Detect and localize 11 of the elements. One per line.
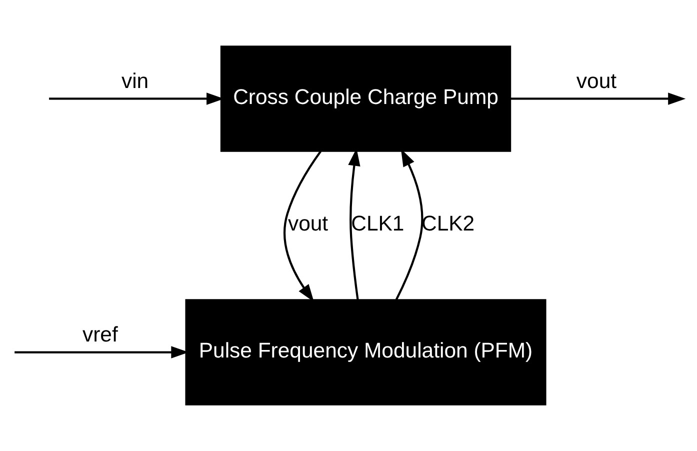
node-box: Pulse Frequency Modulation (PFM) [185, 299, 546, 406]
edge-label: CLK2 [422, 212, 475, 236]
edge-label: vref [82, 323, 118, 346]
edge-label: vin [121, 70, 149, 93]
edge-label: CLK1 [351, 212, 404, 236]
node-box: Cross Couple Charge Pump [220, 46, 512, 152]
arrow [284, 150, 322, 302]
arrow [395, 148, 424, 300]
edge-label: vout [576, 70, 617, 93]
edge-label: vout [288, 212, 328, 236]
arrow [510, 92, 686, 105]
